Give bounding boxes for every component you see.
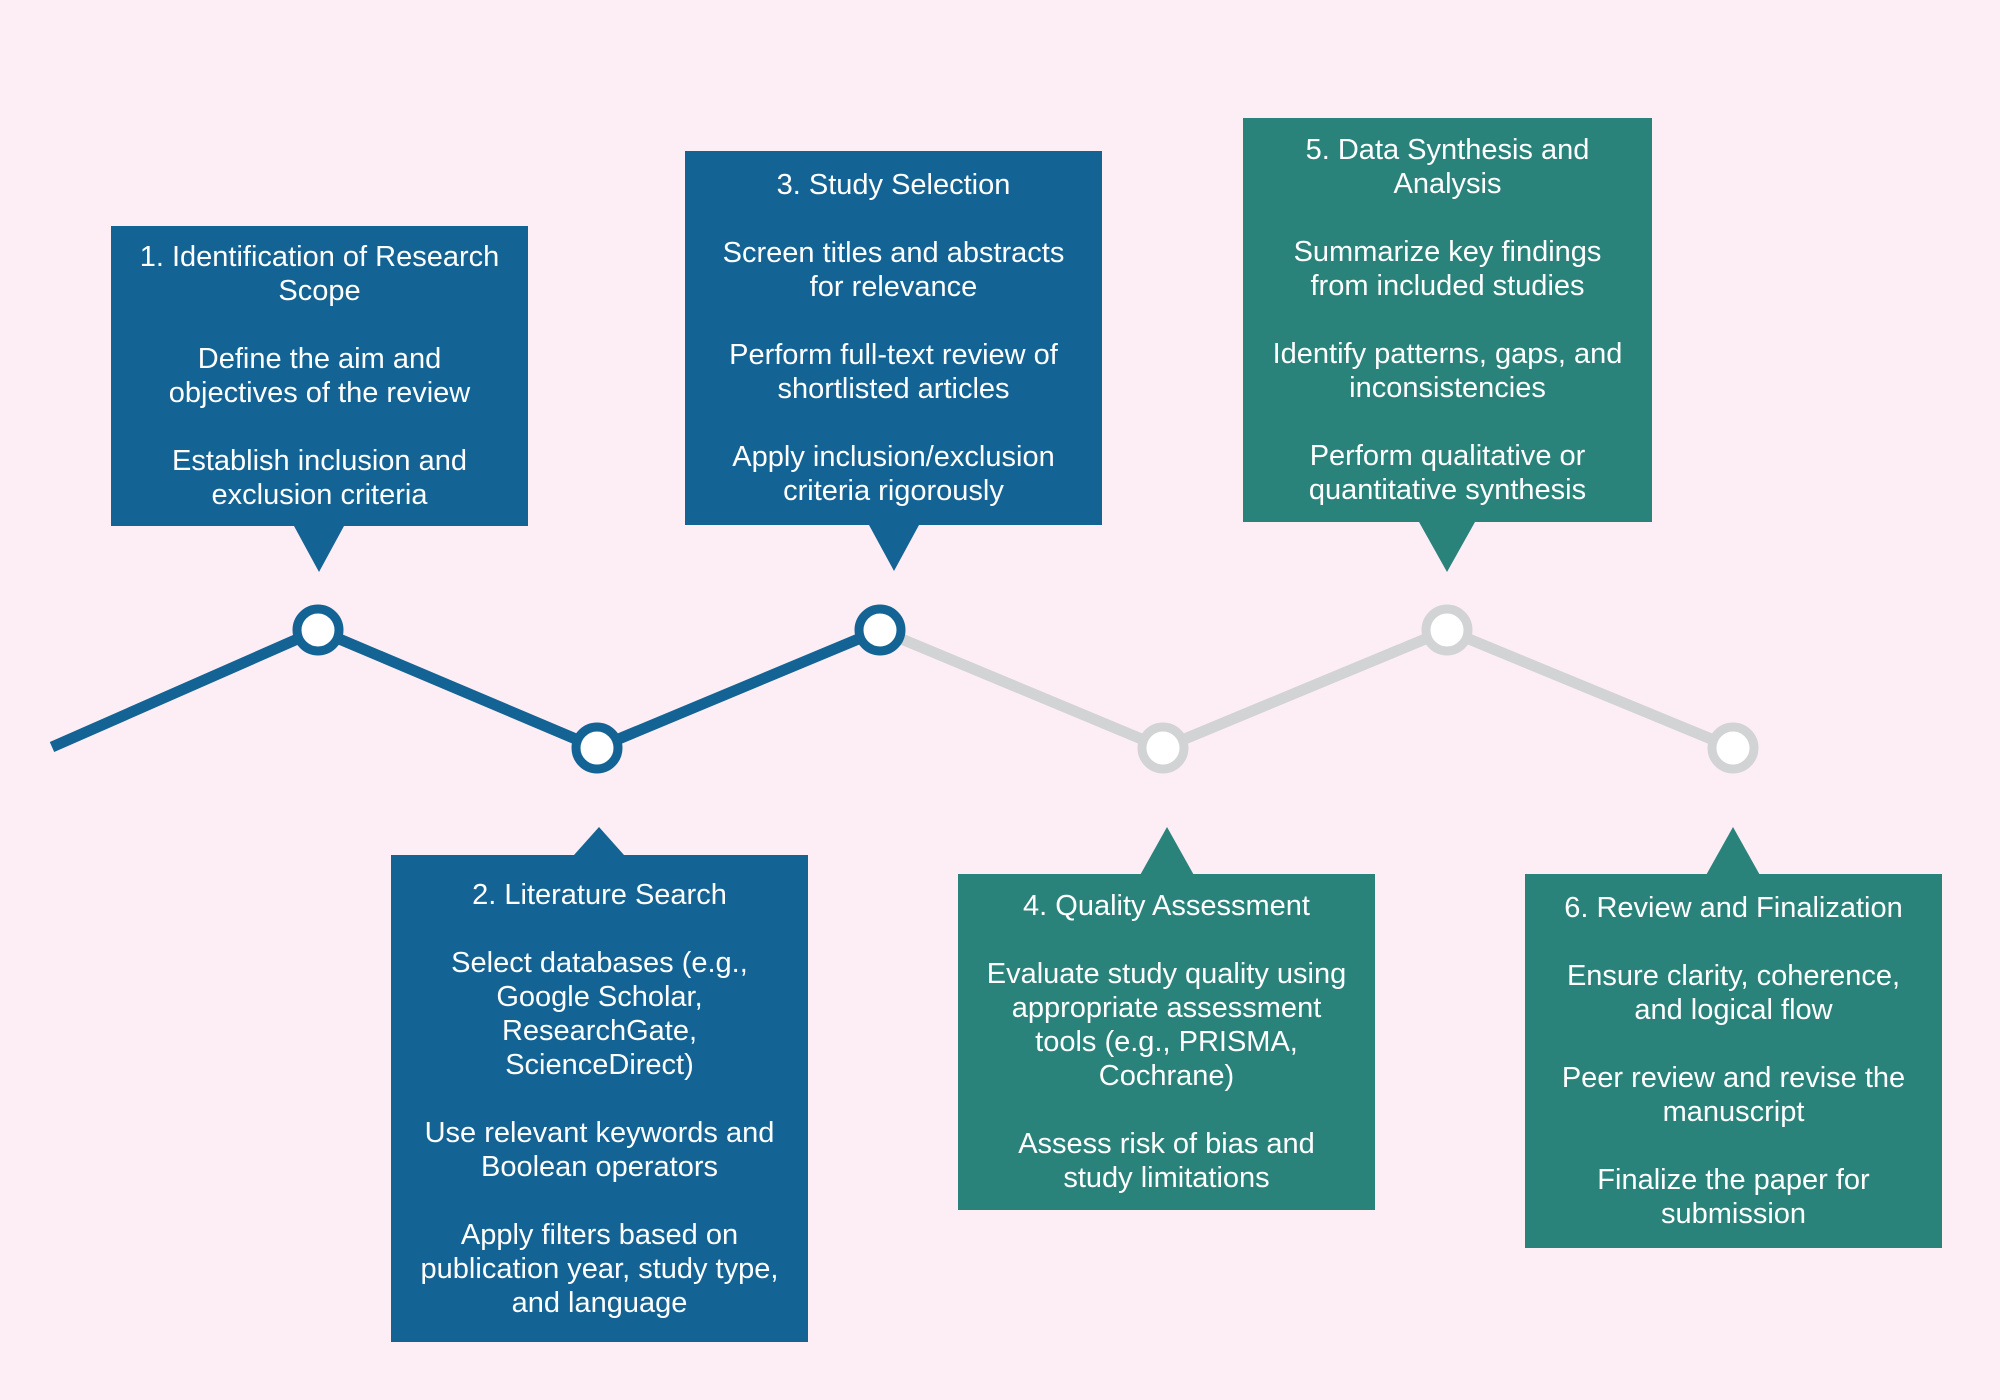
step-title: 6. Review and Finalization	[1564, 892, 1903, 924]
timeline-node-6	[1707, 722, 1759, 774]
timeline-line-active	[49, 624, 883, 754]
step-point: Summarize key findings from included stu…	[1293, 236, 1602, 302]
step-point: Finalize the paper for submission	[1597, 1164, 1870, 1230]
step-point: Define the aim and objectives of the rev…	[168, 343, 471, 409]
step-point: Ensure clarity, coherence, and logical f…	[1566, 960, 1901, 1026]
step-point: Establish inclusion and exclusion criter…	[171, 445, 467, 511]
timeline-node-5	[1421, 604, 1473, 656]
step-5-card: 5. Data Synthesis and Analysis Summarize…	[1243, 118, 1652, 522]
step-point: Perform qualitative or quantitative synt…	[1308, 440, 1587, 506]
step-1-pointer	[294, 526, 344, 572]
step-title: 3. Study Selection	[776, 169, 1011, 201]
step-1-card: 1. Identification of Research Scope Defi…	[111, 226, 528, 526]
timeline-node-1	[292, 604, 344, 656]
step-point: Apply filters based on publication year,…	[420, 1218, 779, 1319]
step-4-pointer	[1139, 827, 1195, 877]
step-point: Use relevant keywords and Boolean operat…	[424, 1116, 775, 1183]
step-point: Evaluate study quality using appropriate…	[986, 958, 1347, 1092]
timeline-line-inactive	[877, 624, 1736, 754]
step-6-pointer	[1705, 827, 1761, 877]
step-title: 4. Quality Assessment	[1023, 890, 1310, 922]
step-6-card: 6. Review and Finalization Ensure clarit…	[1525, 874, 1942, 1248]
step-point: Apply inclusion/exclusion criteria rigor…	[732, 441, 1055, 507]
timeline-node-2	[571, 722, 623, 774]
timeline-node-4	[1137, 722, 1189, 774]
step-point: Perform full-text review of shortlisted …	[729, 339, 1058, 405]
step-point: Peer review and revise the manuscript	[1561, 1062, 1906, 1128]
step-point: Select databases (e.g., Google Scholar, …	[451, 946, 748, 1081]
step-title: 1. Identification of Research Scope	[139, 241, 500, 307]
step-point: Screen titles and abstracts for relevanc…	[722, 237, 1065, 303]
step-4-card: 4. Quality Assessment Evaluate study qua…	[958, 874, 1375, 1210]
step-2-card: 2. Literature Search Select databases (e…	[391, 855, 808, 1342]
step-5-pointer	[1419, 522, 1475, 572]
step-3-pointer	[869, 525, 919, 571]
step-point: Identify patterns, gaps, and inconsisten…	[1272, 338, 1623, 404]
step-title: 5. Data Synthesis and Analysis	[1305, 134, 1590, 200]
step-2-pointer	[574, 827, 624, 855]
timeline-node-3	[854, 604, 906, 656]
step-title: 2. Literature Search	[472, 878, 727, 911]
step-point: Assess risk of bias and study limitation…	[1018, 1128, 1315, 1194]
step-3-card: 3. Study Selection Screen titles and abs…	[685, 151, 1102, 525]
